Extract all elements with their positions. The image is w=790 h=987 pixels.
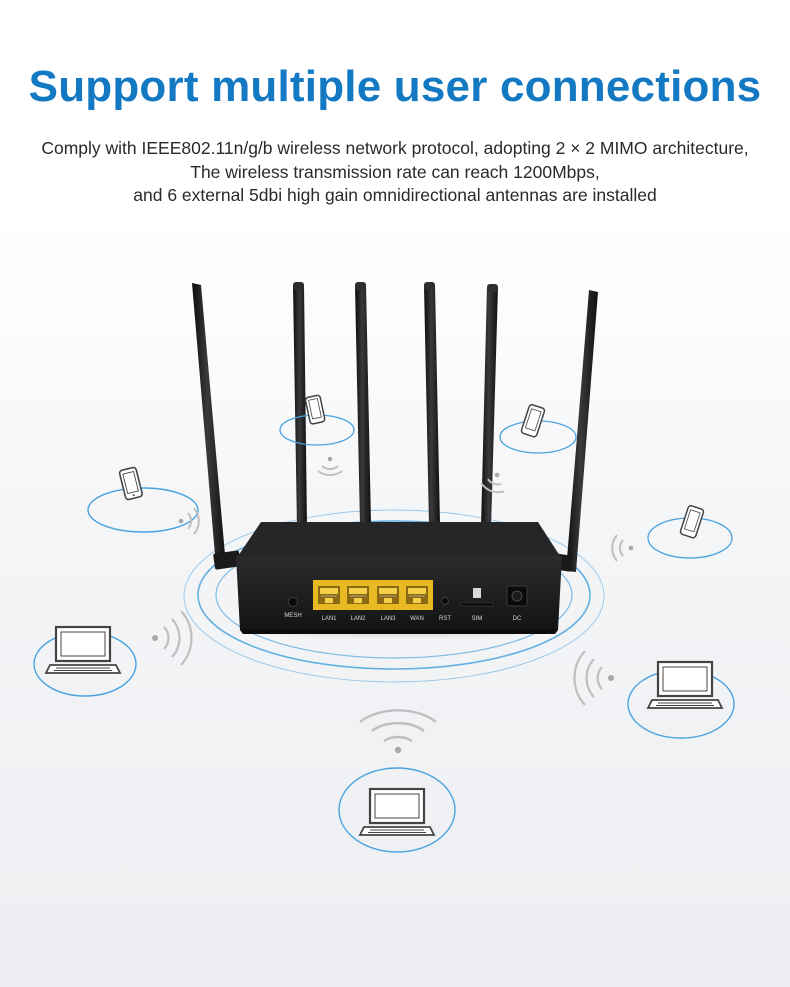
smartphone-icon	[118, 466, 143, 501]
lan1-label: LAN1	[321, 616, 337, 622]
laptop-icon	[44, 625, 122, 674]
dc-label: DC	[513, 616, 522, 622]
client-laptop-left	[33, 610, 193, 697]
antenna-icon	[545, 290, 598, 572]
antenna-icon	[424, 282, 440, 524]
wifi-signal-icon	[317, 456, 343, 476]
lan2-label: LAN2	[350, 616, 366, 622]
page-title: Support multiple user connections	[28, 62, 762, 111]
client-phone-mid-left	[279, 394, 355, 476]
wifi-signal-icon	[178, 507, 200, 535]
antenna-icon	[293, 282, 307, 528]
rst-label: RST	[439, 616, 451, 622]
antenna-icon	[481, 284, 498, 528]
client-laptop-right	[573, 650, 735, 739]
wifi-signal-icon	[573, 650, 614, 706]
laptop-icon	[358, 787, 436, 836]
ethernet-ports	[313, 580, 433, 610]
description-line-3: and 6 external 5dbi high gain omnidirect…	[133, 185, 657, 205]
wifi-signal-icon	[480, 472, 505, 494]
description-line-1: Comply with IEEE802.11n/g/b wireless net…	[41, 138, 749, 158]
description: Comply with IEEE802.11n/g/b wireless net…	[0, 137, 790, 208]
mesh-label: MESH	[284, 613, 301, 619]
smartphone-icon	[520, 404, 546, 438]
wifi-signal-icon	[611, 534, 634, 562]
laptop-icon	[646, 660, 724, 709]
router: MESH	[236, 522, 562, 634]
wifi-signal-icon	[359, 709, 437, 754]
client-phone-left	[87, 466, 200, 535]
sim-label: SIM	[472, 616, 483, 622]
antenna-icon	[192, 283, 241, 570]
antenna-icon	[355, 282, 371, 524]
client-phone-mid-right	[480, 404, 577, 494]
smartphone-icon	[679, 505, 705, 539]
client-phone-right	[611, 505, 733, 562]
description-line-2: The wireless transmission rate can reach…	[190, 161, 600, 182]
smartphone-icon	[304, 394, 326, 425]
wan-label: WAN	[410, 616, 424, 622]
wifi-signal-icon	[152, 610, 193, 666]
antennas	[192, 282, 598, 572]
lan3-label: LAN3	[380, 616, 396, 622]
client-laptop-bottom	[338, 709, 456, 853]
